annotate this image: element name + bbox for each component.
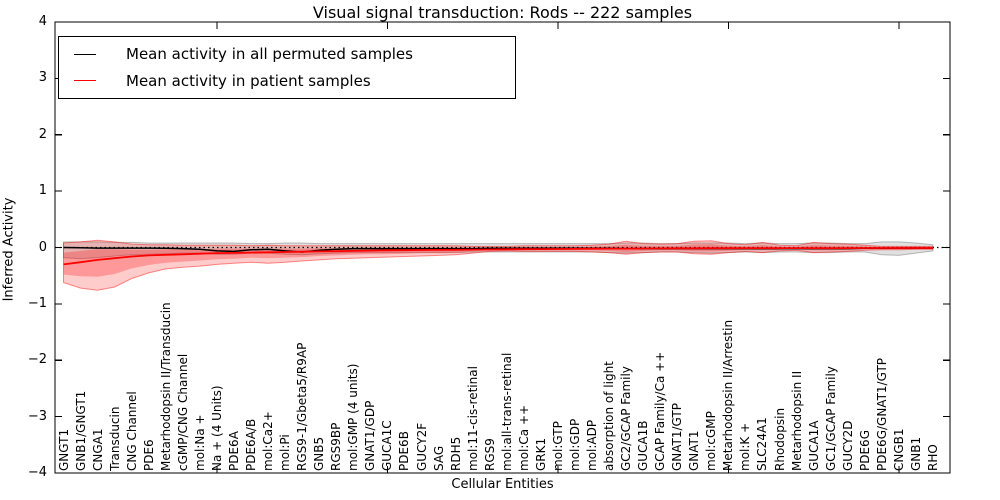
- x-category-label: Na + (4 Units): [209, 385, 224, 471]
- x-category-label: SLC24A1: [755, 417, 770, 471]
- x-category-label: RGS9-1/Gbeta5/R9AP: [295, 342, 310, 471]
- y-tick-label: −4: [27, 465, 47, 480]
- x-category-label: GNB1: [908, 436, 923, 471]
- permuted-range-band: [63, 241, 934, 260]
- x-category-label: mol:GTP: [550, 421, 565, 471]
- x-category-label: mol:11-cis-retinal: [465, 366, 480, 471]
- y-tick-label: 3: [38, 70, 47, 86]
- x-category-label: CNGB1: [891, 428, 906, 471]
- legend-line-sample-black: [74, 53, 96, 55]
- x-category-label: Metarhodopsin II/Transducin: [158, 302, 173, 471]
- y-tick-label: 1: [38, 183, 47, 199]
- x-category-label: PDE6A: [227, 431, 241, 471]
- x-category-label: GNAT1: [687, 430, 702, 471]
- x-category-label: CNG Channel: [124, 391, 139, 471]
- y-tick-label: 2: [38, 126, 47, 142]
- x-category-label: Metarhodopsin II: [789, 370, 804, 471]
- x-category-label: PDE6B: [397, 431, 412, 471]
- legend-entry-patient: Mean activity in patient samples: [59, 72, 515, 90]
- x-category-label: GNGT1: [56, 428, 71, 471]
- x-category-label: mol:cGMP: [704, 411, 719, 471]
- x-category-label: GCAP Family/Ca ++: [653, 351, 668, 471]
- x-category-label: SAG: [431, 445, 446, 471]
- y-tick-label: −1: [27, 295, 47, 311]
- y-axis-label: Inferred Activity: [1, 197, 17, 302]
- x-category-label: RHO: [925, 444, 940, 471]
- series-line-patient: [63, 247, 933, 266]
- x-category-label: PDE6A/B: [244, 418, 259, 471]
- x-category-label: mol:ADP: [585, 419, 599, 471]
- x-category-label: mol:Na +: [192, 414, 207, 471]
- x-category-label: GNAT1/GDP: [363, 400, 378, 471]
- x-category-label: CNGA1: [90, 428, 105, 472]
- x-category-label: cGMP/CNG Channel: [175, 353, 190, 471]
- x-category-label: GRK1: [533, 437, 548, 471]
- x-category-label: mol:K +: [738, 422, 753, 471]
- x-category-label: GC2/GCAP Family: [619, 366, 634, 471]
- x-category-label: Transducin: [107, 406, 122, 471]
- legend-label-patient: Mean activity in patient samples: [126, 71, 371, 90]
- chart-title: Visual signal transduction: Rods -- 222 …: [312, 3, 693, 22]
- x-category-label: PDE6G: [857, 430, 872, 471]
- x-category-label: GUCA1C: [380, 420, 395, 471]
- x-category-label: mol:Ca2+: [261, 411, 276, 471]
- x-category-label: GNAT1/GTP: [670, 403, 685, 471]
- y-tick-label: −2: [27, 352, 47, 368]
- x-category-label: RGS9: [482, 438, 497, 471]
- x-category-label: mol:GMP (4 units): [346, 363, 361, 471]
- x-axis-label: Cellular Entities: [451, 477, 554, 492]
- x-category-label: Metarhodopsin II/Arrestin: [721, 319, 736, 471]
- x-category-label: mol:all-trans-retinal: [499, 352, 514, 471]
- x-category-label: absorption of light: [602, 361, 617, 471]
- x-category-label: GUCA1A: [806, 420, 821, 471]
- x-category-label: RGS9BP: [329, 422, 344, 471]
- x-category-label: RDH5: [448, 436, 463, 471]
- x-category-label: GUCY2F: [414, 422, 429, 471]
- x-category-label: mol:GDP: [567, 418, 582, 471]
- y-tick-label: −3: [27, 408, 47, 424]
- x-category-label: GNB5: [312, 436, 327, 471]
- legend-line-sample-red: [74, 80, 96, 82]
- y-tick-label: 4: [38, 14, 47, 29]
- legend-entry-permuted: Mean activity in all permuted samples: [59, 45, 515, 63]
- x-category-label: GUCY2D: [840, 420, 855, 471]
- axis-ticks: [55, 21, 950, 474]
- x-category-label: PDE6G/GNAT1/GTP: [874, 357, 889, 471]
- legend: Mean activity in all permuted samples Me…: [58, 36, 516, 99]
- x-category-label: GUCA1B: [636, 420, 651, 471]
- x-category-label: PDE6: [141, 439, 156, 471]
- x-category-label: Rhodopsin: [772, 407, 787, 471]
- x-category-label: GC1/GCAP Family: [823, 366, 838, 471]
- legend-label-permuted: Mean activity in all permuted samples: [126, 45, 413, 64]
- x-category-label: GNB1/GNGT1: [73, 390, 88, 471]
- y-tick-label: 0: [38, 239, 47, 255]
- x-category-label: mol:Pi: [278, 434, 293, 471]
- x-category-label: mol:Ca ++: [516, 404, 531, 471]
